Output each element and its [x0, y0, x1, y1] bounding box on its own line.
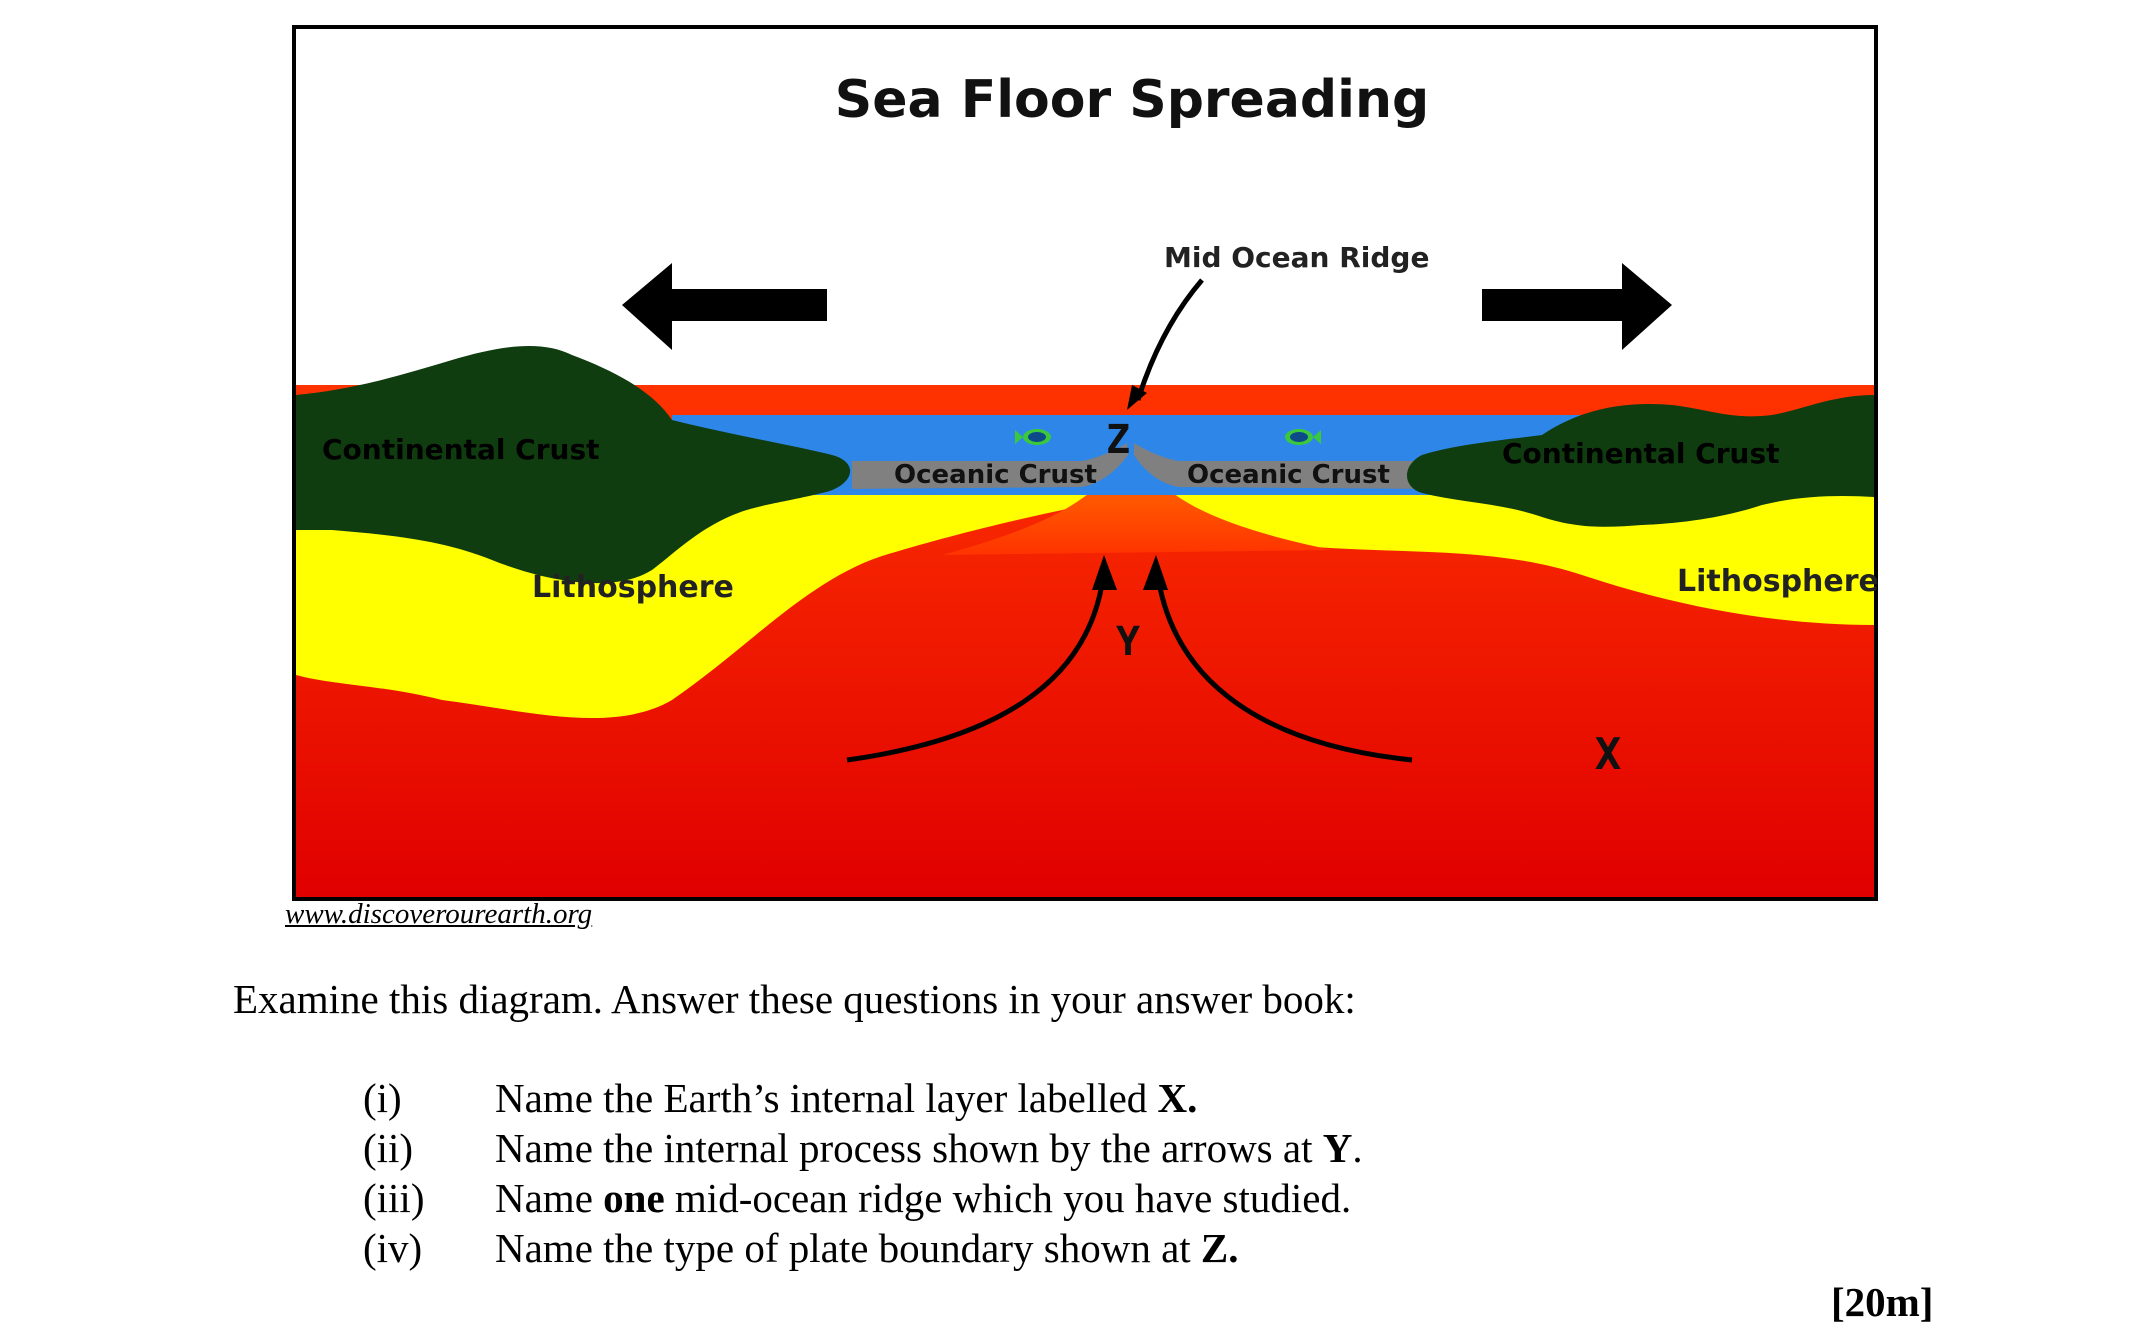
marker-z: Z	[1106, 417, 1130, 463]
question-number: (iii)	[363, 1175, 425, 1221]
question-text: Name the type of plate boundary shown at…	[495, 1225, 1239, 1271]
oceanic-crust-right	[1134, 443, 1422, 489]
continental-crust-right	[1407, 395, 1874, 527]
oceanic-crust-left-label: Oceanic Crust	[894, 460, 1097, 490]
marker-y: Y	[1116, 619, 1140, 665]
convection-arrow-right	[1143, 555, 1413, 763]
question-list: (i) Name the Earth’s internal layer labe…	[363, 1073, 1363, 1273]
ridge-upwelling	[942, 445, 1332, 555]
question-item: (iv) Name the type of plate boundary sho…	[363, 1223, 1363, 1273]
convection-arrow-left	[846, 555, 1117, 763]
arrow-left-icon	[622, 263, 827, 350]
question-text: Name the internal process shown by the a…	[495, 1125, 1363, 1171]
oceanic-crust-right-label: Oceanic Crust	[1187, 460, 1390, 490]
arrow-right-icon	[1482, 263, 1672, 350]
sea-floor-spreading-diagram: Sea Floor Spreading Mid Ocean Ridge Cont…	[292, 25, 1878, 901]
ridge-pointer-arrow	[1127, 278, 1204, 410]
continental-crust-right-label: Continental Crust	[1502, 437, 1780, 470]
instructions: Examine this diagram. Answer these quest…	[233, 976, 1356, 1022]
continental-crust-left	[296, 345, 851, 584]
question-number: (ii)	[363, 1125, 414, 1171]
fish-icon	[1015, 429, 1051, 445]
question-text: Name the Earth’s internal layer labelled…	[495, 1075, 1198, 1121]
source-link[interactable]: www.discoverourearth.org	[285, 898, 593, 930]
question-item: (i) Name the Earth’s internal layer labe…	[363, 1073, 1363, 1123]
marker-x: X	[1595, 729, 1622, 780]
question-item: (iii) Name one mid-ocean ridge which you…	[363, 1173, 1363, 1223]
question-number: (iv)	[363, 1225, 423, 1271]
lithosphere-right-label: Lithosphere	[1677, 564, 1878, 599]
fish-icon	[1285, 429, 1321, 445]
lithosphere-left-label: Lithosphere	[532, 570, 734, 605]
mid-ocean-ridge-label: Mid Ocean Ridge	[1164, 241, 1429, 274]
diagram-title: Sea Floor Spreading	[835, 70, 1429, 130]
diagram-frame	[292, 25, 1878, 901]
question-number: (i)	[363, 1075, 402, 1121]
oceanic-crust-left	[852, 443, 1128, 489]
marks-total: [20m]	[1831, 1279, 1934, 1325]
continental-crust-left-label: Continental Crust	[322, 433, 600, 466]
question-item: (ii) Name the internal process shown by …	[363, 1123, 1363, 1173]
question-text: Name one mid-ocean ridge which you have …	[495, 1175, 1352, 1221]
